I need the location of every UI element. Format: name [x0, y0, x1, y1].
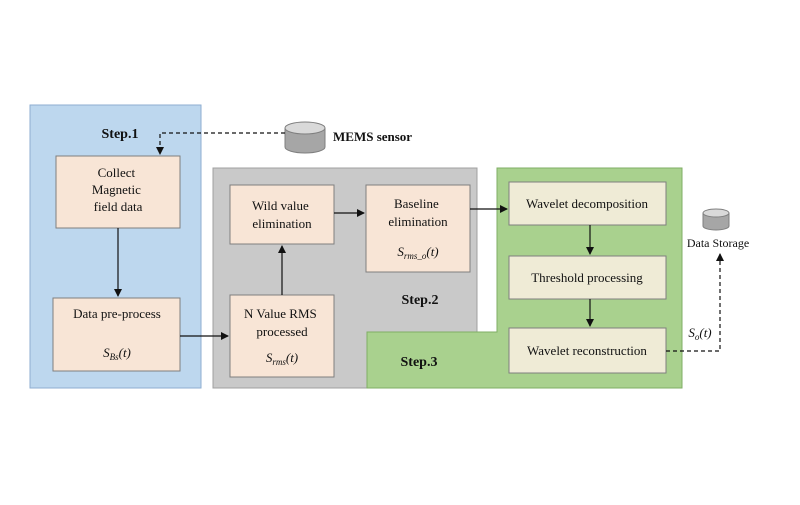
mems-sensor-label: MEMS sensor [333, 129, 412, 144]
rms-signal: Srms(t) [266, 350, 298, 367]
data-storage-icon [702, 208, 730, 231]
wild-value-text: Wild value elimination [252, 198, 312, 231]
threshold-text: Threshold processing [531, 270, 643, 285]
rms-box [229, 294, 335, 378]
baseline-text: Baseline elimination [388, 196, 448, 229]
preprocess-signal: SBs(t) [103, 345, 131, 362]
reconstruction-text: Wavelet reconstruction [527, 343, 647, 358]
decomposition-box [508, 181, 667, 226]
preprocess-text: Data pre-process [73, 306, 161, 321]
rms-text: N Value RMS processed [244, 306, 320, 339]
decomposition-text: Wavelet decomposition [526, 196, 649, 211]
baseline-box [365, 184, 471, 273]
collect-text: Collect Magnetic field data [92, 165, 144, 214]
arrow-reconstruction-to-storage [666, 253, 724, 352]
collect-box [55, 155, 181, 229]
threshold-box [508, 255, 667, 300]
output-signal: So(t) [688, 325, 711, 342]
data-storage-label: Data Storage [687, 236, 749, 250]
mems-sensor-icon [284, 121, 326, 154]
reconstruction-box [508, 327, 667, 374]
step2-title: Step.2 [402, 293, 439, 308]
step3-title: Step.3 [401, 355, 438, 370]
baseline-signal: Srms_o(t) [397, 244, 438, 261]
step1-title: Step.1 [102, 127, 139, 142]
preprocess-box [52, 297, 181, 372]
wild-value-box [229, 184, 335, 245]
